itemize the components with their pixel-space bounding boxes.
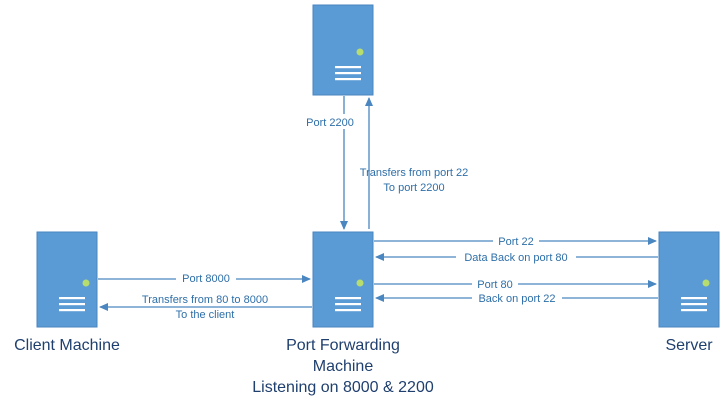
label-transfers-22-line1: Transfers from port 22 — [360, 167, 468, 179]
port-forwarding-machine-icon — [312, 231, 374, 328]
label-forwarder-line3: Listening on 8000 & 2200 — [252, 379, 434, 396]
label-data-back-80: Data Back on port 80 — [464, 252, 567, 264]
client-machine-icon — [36, 231, 98, 328]
label-port-80: Port 80 — [477, 279, 512, 291]
label-transfers-80-line2: To the client — [176, 309, 235, 321]
label-forwarder-line1: Port Forwarding — [286, 337, 400, 354]
label-transfers-22-line2: To port 2200 — [383, 182, 444, 194]
top-server-icon — [312, 4, 374, 96]
label-port-8000: Port 8000 — [182, 273, 230, 285]
label-port-2200: Port 2200 — [306, 117, 354, 129]
label-port-22: Port 22 — [498, 236, 533, 248]
server-icon — [658, 231, 720, 328]
label-server: Server — [665, 337, 713, 354]
label-forwarder-line2: Machine — [313, 358, 374, 375]
label-back-22: Back on port 22 — [478, 293, 555, 305]
label-transfers-80-line1: Transfers from 80 to 8000 — [142, 294, 268, 306]
label-client-machine: Client Machine — [14, 337, 120, 354]
